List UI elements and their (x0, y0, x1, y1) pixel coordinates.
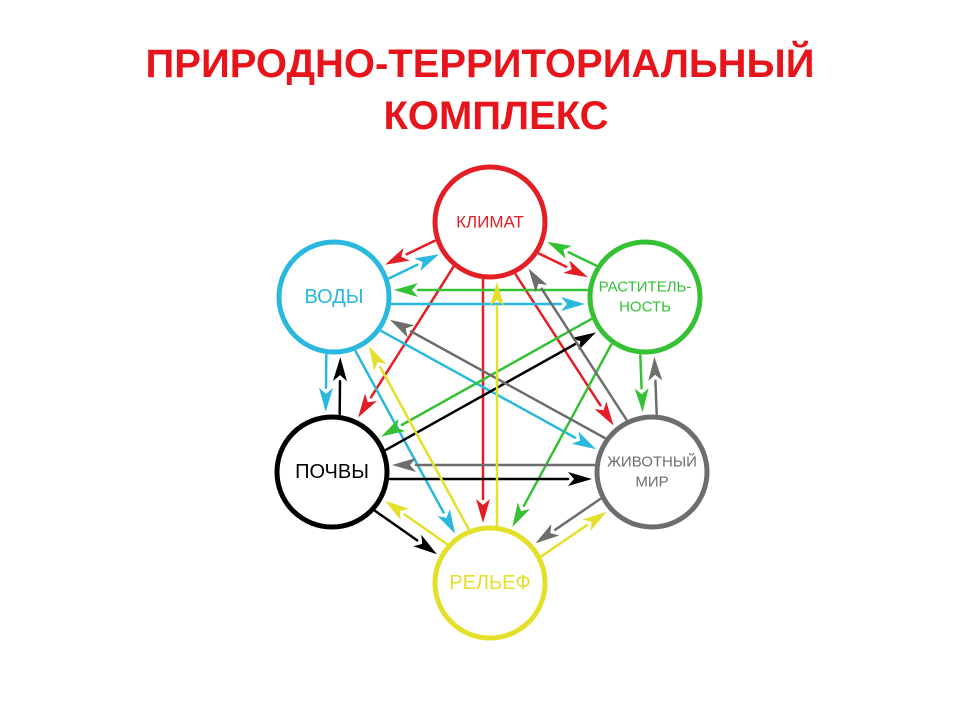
link-relief-to-soils (385, 500, 448, 546)
node-circle (432, 525, 548, 641)
node-waters: ВОДЫ (276, 239, 392, 355)
link-waters-to-vegetation (390, 297, 585, 311)
link-line (384, 342, 577, 452)
arrowhead (648, 356, 663, 381)
arrowhead (385, 500, 409, 521)
arrowhead (582, 511, 607, 531)
link-vegetation-to-waters (394, 283, 589, 297)
node-label: ЖИВОТНЫЙ (607, 452, 697, 470)
node-label: МИР (635, 474, 668, 491)
arrowhead (358, 393, 377, 418)
arrowhead (561, 297, 585, 311)
link-fauna-to-soils (392, 458, 596, 472)
link-climate-to-waters (385, 239, 436, 265)
link-climate-to-fauna (514, 273, 614, 426)
links-layer (319, 239, 663, 558)
node-vegetation: РАСТИТЕЛЬ- НОСТЬ (587, 239, 703, 355)
arrowhead (528, 268, 548, 293)
node-climate: КЛИМАТ (432, 164, 548, 280)
arrowhead (571, 431, 597, 450)
nodes-layer: КЛИМАТ ВОДЫ РАСТИТЕЛЬ- НОСТЬ ПОЧВЫ ЖИВОТНЫЙ МИ… (274, 164, 710, 641)
node-circle (274, 414, 390, 530)
arrowhead (634, 388, 649, 413)
link-fauna-to-climate (528, 268, 628, 421)
link-soils-to-fauna (388, 472, 592, 486)
node-label: РЕЛЬЕФ (449, 572, 530, 594)
arrowhead (512, 502, 530, 527)
node-label: ПОЧВЫ (295, 461, 369, 483)
link-fauna-to-relief (535, 497, 602, 544)
link-line (374, 509, 419, 542)
arrowhead (476, 499, 490, 523)
link-climate-to-relief (476, 278, 490, 523)
link-waters-to-fauna (380, 329, 597, 450)
node-circle (432, 164, 548, 280)
link-soils-to-vegetation (384, 332, 596, 452)
arrowhead (368, 346, 387, 371)
arrowhead (333, 357, 347, 382)
link-line (540, 287, 628, 421)
arrowhead (563, 260, 588, 278)
title-line-2: КОМПЛЕКС (383, 94, 609, 138)
link-line (639, 353, 643, 390)
arrowhead (571, 332, 596, 351)
node-soils: ПОЧВЫ (274, 414, 390, 530)
arrowhead (437, 509, 456, 534)
link-line (567, 251, 598, 267)
arrowhead (319, 387, 333, 412)
node-label: РАСТИТЕЛЬ- (599, 278, 692, 295)
arrowhead (568, 472, 592, 486)
node-relief: РЕЛЬЕФ (432, 525, 548, 641)
link-relief-to-climate (490, 282, 504, 527)
link-line (403, 513, 448, 546)
arrowhead (381, 418, 406, 437)
arrowhead (547, 241, 572, 259)
arrowhead (594, 401, 614, 426)
link-vegetation-to-climate (547, 241, 598, 267)
link-line (540, 524, 588, 558)
arrowhead (413, 534, 437, 555)
arrowhead (392, 458, 416, 472)
link-waters-to-climate (388, 254, 439, 280)
link-fauna-to-vegetation (648, 356, 663, 416)
link-relief-to-fauna (540, 511, 607, 558)
link-line (409, 330, 606, 440)
link-line (537, 252, 568, 268)
link-line (514, 273, 602, 407)
node-circle (587, 239, 703, 355)
link-waters-to-soils (319, 353, 333, 412)
link-vegetation-to-soils (381, 317, 593, 437)
link-line (388, 263, 419, 280)
link-line (405, 239, 436, 256)
arrowhead (385, 248, 410, 265)
link-climate-to-vegetation (537, 252, 588, 278)
link-line (654, 379, 658, 416)
arrowhead (490, 282, 504, 306)
title-line-1: ПРИРОДНО-ТЕРРИТОРИАЛЬНЫЙ (145, 42, 815, 86)
link-soils-to-waters (333, 357, 347, 416)
link-line (379, 366, 470, 530)
link-vegetation-to-fauna (634, 353, 649, 413)
link-soils-to-relief (374, 509, 437, 555)
node-circle (276, 239, 392, 355)
link-line (380, 329, 577, 439)
link-line (554, 497, 602, 531)
arrowhead (535, 524, 560, 544)
link-fauna-to-waters (389, 319, 606, 440)
node-fauna: ЖИВОТНЫЙ МИР (594, 414, 710, 530)
node-label: КЛИМАТ (456, 213, 524, 232)
node-circle (594, 414, 710, 530)
node-label: НОСТЬ (619, 299, 671, 316)
arrowhead (389, 319, 415, 338)
arrowhead (394, 283, 418, 297)
link-relief-to-waters (368, 346, 470, 530)
arrowhead (414, 254, 439, 271)
node-label: ВОДЫ (304, 286, 363, 308)
slide-title: ПРИРОДНО-ТЕРРИТОРИАЛЬНЫЙ КОМПЛЕКС (0, 38, 960, 142)
